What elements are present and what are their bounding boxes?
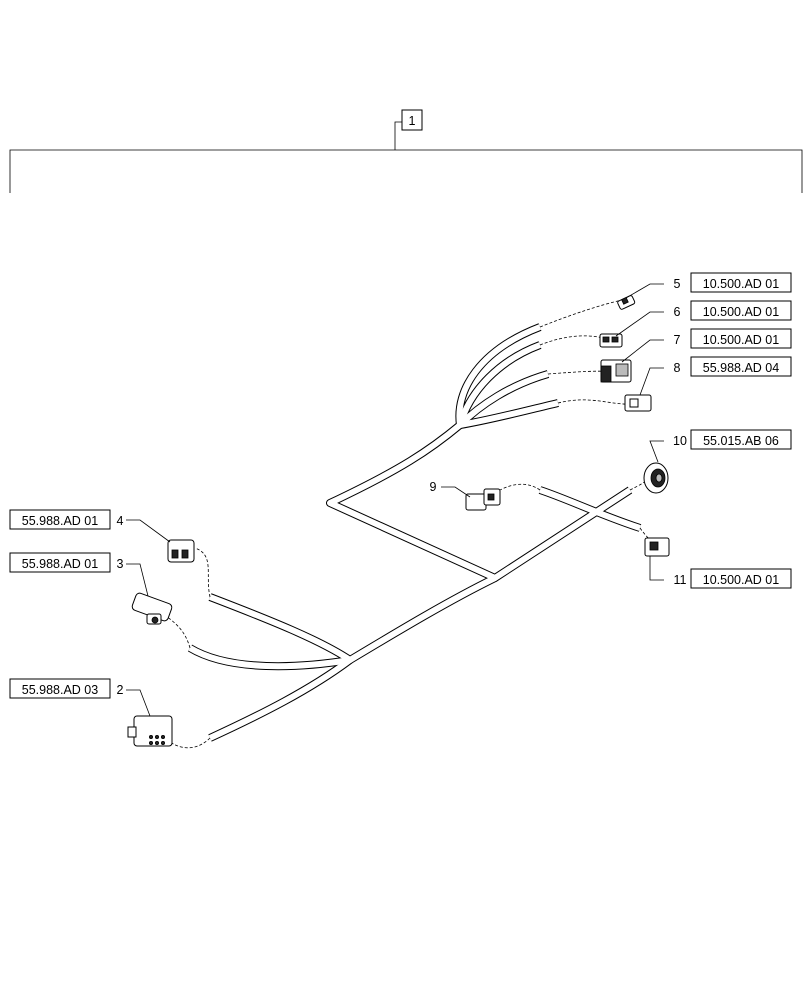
reference-7: 10.500.AD 01 <box>703 333 779 347</box>
callout-4: 55.988.AD 01 4 <box>9 509 124 530</box>
connector-6 <box>599 333 623 348</box>
connector-9 <box>465 488 501 511</box>
assembly-bracket: 1 <box>9 109 803 193</box>
reference-6: 10.500.AD 01 <box>703 305 779 319</box>
callout-7: 7 10.500.AD 01 <box>674 328 792 349</box>
connector-5 <box>617 295 636 310</box>
callout-5: 5 10.500.AD 01 <box>674 272 792 293</box>
connector-7 <box>600 359 632 383</box>
connector-10 <box>643 462 669 494</box>
reference-5: 10.500.AD 01 <box>703 277 779 291</box>
item-number-4: 4 <box>117 514 124 528</box>
reference-4: 55.988.AD 01 <box>22 514 98 528</box>
connector-2 <box>127 715 173 747</box>
reference-2: 55.988.AD 03 <box>22 683 98 697</box>
callout-3: 55.988.AD 01 3 <box>9 552 124 573</box>
reference-10: 55.015.AB 06 <box>703 434 779 448</box>
callout-10: 10 55.015.AB 06 <box>673 429 792 450</box>
assembly-item-number: 1 <box>409 114 416 128</box>
item-number-7: 7 <box>674 333 681 347</box>
item-number-11: 11 <box>674 573 687 587</box>
callout-8: 8 55.988.AD 04 <box>674 356 792 377</box>
callout-9: 9 <box>430 480 437 494</box>
reference-3: 55.988.AD 01 <box>22 557 98 571</box>
connector-11 <box>644 537 670 557</box>
item-number-5: 5 <box>674 277 681 291</box>
callout-11: 11 10.500.AD 01 <box>674 568 792 589</box>
connector-8 <box>624 394 652 412</box>
leader-lines <box>126 283 664 717</box>
item-number-10: 10 <box>673 434 687 448</box>
connector-4 <box>167 539 195 563</box>
callout-6: 6 10.500.AD 01 <box>674 300 792 321</box>
reference-8: 55.988.AD 04 <box>703 361 779 375</box>
item-number-6: 6 <box>674 305 681 319</box>
item-number-3: 3 <box>117 557 124 571</box>
item-number-2: 2 <box>117 683 124 697</box>
callout-2: 55.988.AD 03 2 <box>9 678 124 699</box>
item-number-8: 8 <box>674 361 681 375</box>
item-number-9: 9 <box>430 480 437 494</box>
harness-wires <box>187 323 642 742</box>
reference-11: 10.500.AD 01 <box>703 573 779 587</box>
connector-3 <box>131 592 173 625</box>
